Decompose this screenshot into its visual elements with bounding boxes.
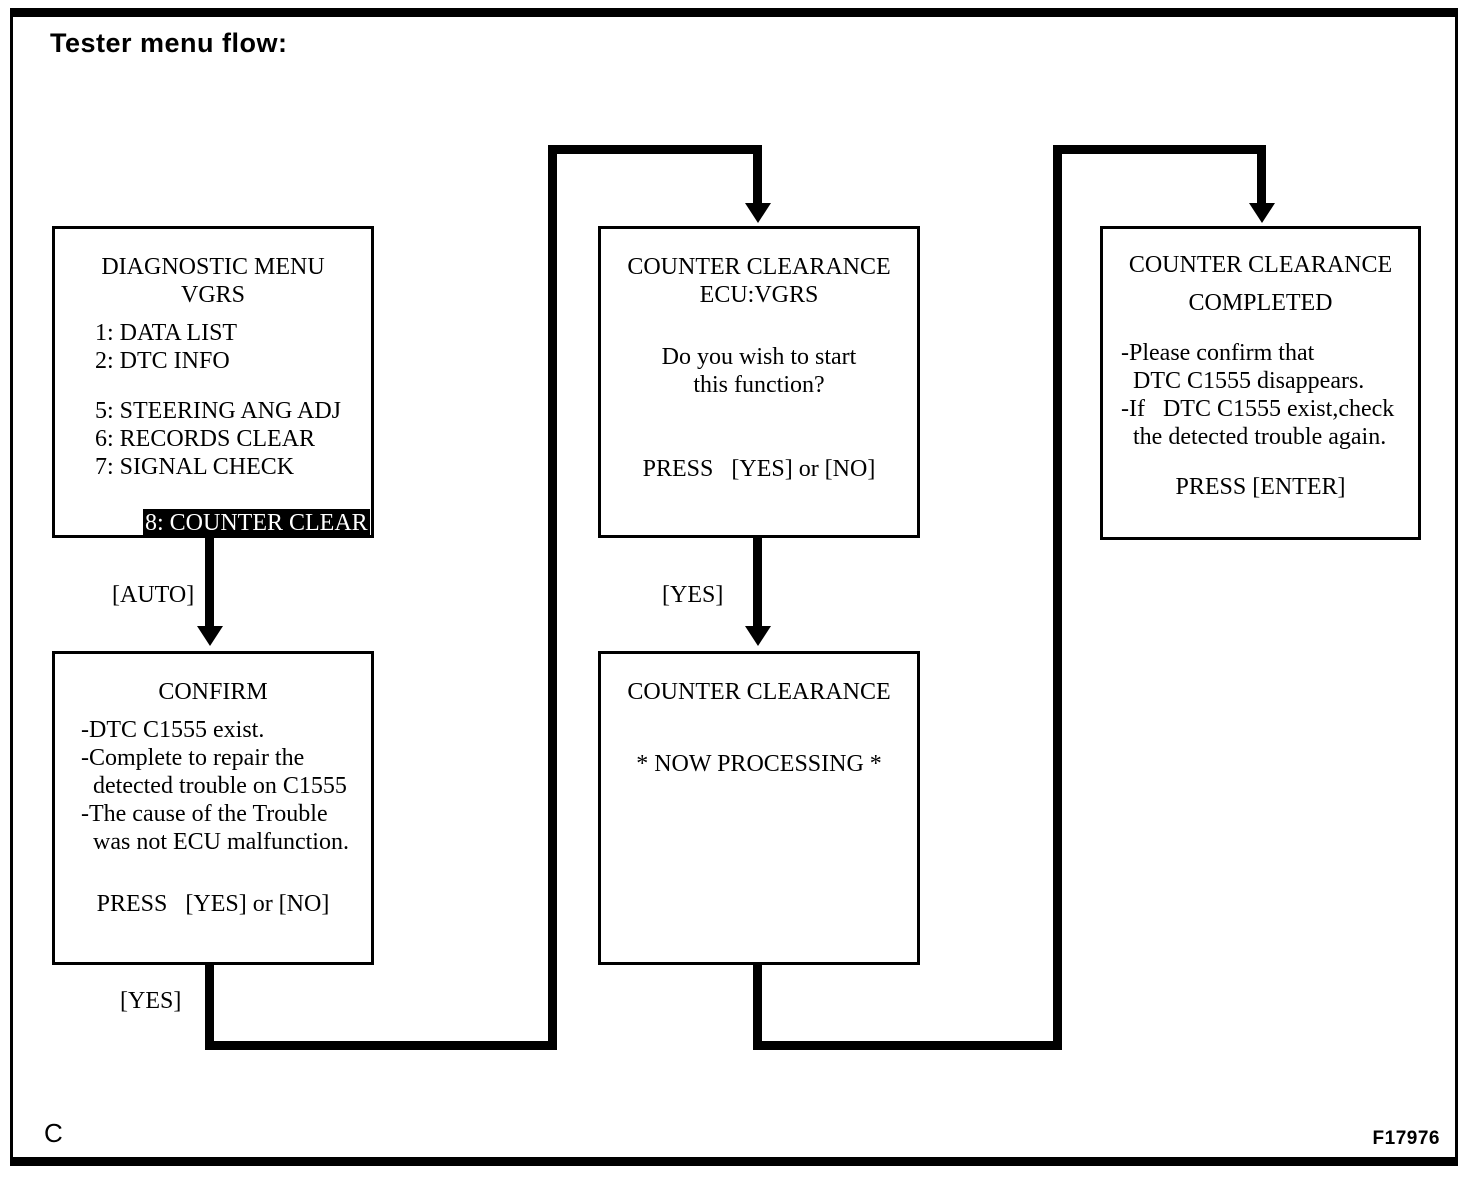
edge-menu-to-confirm-arrowhead xyxy=(197,626,223,646)
confirm-body-line-4: -The cause of the Trouble xyxy=(81,801,328,827)
edge-label-yes-start: [YES] xyxy=(662,582,724,608)
page-corner-mark: C xyxy=(44,1118,63,1148)
confirm-prompt: PRESS [YES] or [NO] xyxy=(96,891,330,917)
confirm-body-line-2: -Complete to repair the xyxy=(81,745,305,771)
diagnostic-menu-header: DIAGNOSTIC MENU xyxy=(101,254,325,280)
menu-item-1[interactable]: 1: DATA LIST xyxy=(95,320,238,346)
cc-start-body-line-1: Do you wish to start xyxy=(661,344,857,370)
edge-start-to-processing-arrowhead xyxy=(745,626,771,646)
confirm-body-line-1: -DTC C1555 exist. xyxy=(81,717,265,743)
confirm-body-line-5: was not ECU malfunction. xyxy=(81,829,349,855)
diagnostic-menu-subheader: VGRS xyxy=(180,282,246,308)
cc-completed-body-line-4: the detected trouble again. xyxy=(1121,424,1387,450)
cc-completed-body-line-3: -If DTC C1555 exist,check xyxy=(1121,396,1395,422)
screen-confirm[interactable]: CONFIRM -DTC C1555 exist. -Complete to r… xyxy=(52,651,374,965)
edge-processing-to-completed-up xyxy=(1053,145,1062,1045)
edge-confirm-to-start-down xyxy=(205,965,214,1050)
cc-completed-header: COUNTER CLEARANCE xyxy=(1128,252,1393,278)
edge-processing-to-completed-right xyxy=(753,1041,1062,1050)
screen-counter-clearance-completed[interactable]: COUNTER CLEARANCE COMPLETED -Please conf… xyxy=(1100,226,1421,540)
edge-confirm-to-start-drop xyxy=(753,145,762,205)
page-title: Tester menu flow: xyxy=(50,28,288,58)
cc-start-prompt: PRESS [YES] or [NO] xyxy=(642,456,876,482)
edge-confirm-to-start-top xyxy=(548,145,762,154)
page-frame xyxy=(10,8,1458,1166)
frame-bottom-rule xyxy=(10,1157,1458,1166)
edge-confirm-to-start-right xyxy=(205,1041,557,1050)
confirm-header: CONFIRM xyxy=(158,679,268,705)
menu-item-7[interactable]: 7: SIGNAL CHECK xyxy=(95,454,295,480)
screen-diagnostic-menu[interactable]: DIAGNOSTIC MENU VGRS 1: DATA LIST 2: DTC… xyxy=(52,226,374,538)
edge-menu-to-confirm-line xyxy=(205,538,214,628)
edge-processing-to-completed-down xyxy=(753,965,762,1050)
edge-processing-to-completed-arrowhead xyxy=(1249,203,1275,223)
figure-id-label: F17976 xyxy=(1372,1128,1440,1149)
menu-item-8-selected[interactable]: 8: COUNTER CLEAR xyxy=(143,509,370,537)
cc-start-subheader: ECU:VGRS xyxy=(699,282,819,308)
cc-completed-prompt: PRESS [ENTER] xyxy=(1175,474,1346,500)
cc-start-body-line-2: this function? xyxy=(693,372,825,398)
cc-completed-body-line-2: DTC C1555 disappears. xyxy=(1121,368,1365,394)
cc-completed-subheader: COMPLETED xyxy=(1188,290,1333,316)
edge-processing-to-completed-drop xyxy=(1257,145,1266,205)
confirm-body-line-3: detected trouble on C1555 xyxy=(81,773,347,799)
cc-processing-header: COUNTER CLEARANCE xyxy=(627,679,891,705)
screen-counter-clearance-start[interactable]: COUNTER CLEARANCE ECU:VGRS Do you wish t… xyxy=(598,226,920,538)
edge-label-auto: [AUTO] xyxy=(112,582,195,608)
edge-processing-to-completed-top xyxy=(1053,145,1266,154)
screen-counter-clearance-processing[interactable]: COUNTER CLEARANCE * NOW PROCESSING * xyxy=(598,651,920,965)
menu-item-2[interactable]: 2: DTC INFO xyxy=(95,348,230,374)
menu-item-5[interactable]: 5: STEERING ANG ADJ xyxy=(95,398,342,424)
edge-confirm-to-start-up xyxy=(548,145,557,1045)
edge-confirm-to-start-arrowhead xyxy=(745,203,771,223)
frame-top-rule xyxy=(10,8,1458,17)
edge-label-yes-confirm: [YES] xyxy=(120,988,182,1014)
menu-item-6[interactable]: 6: RECORDS CLEAR xyxy=(95,426,316,452)
cc-processing-status: * NOW PROCESSING * xyxy=(636,751,882,777)
edge-start-to-processing-line xyxy=(753,538,762,628)
cc-completed-body-line-1: -Please confirm that xyxy=(1121,340,1315,366)
cc-start-header: COUNTER CLEARANCE xyxy=(627,254,891,280)
